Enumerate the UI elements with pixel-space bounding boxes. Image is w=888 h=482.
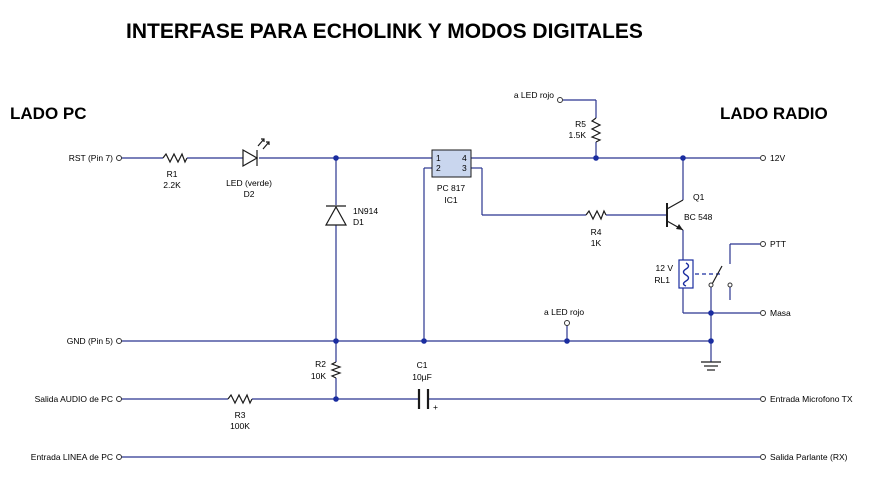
label-audio-out: Salida AUDIO de PC [35, 394, 113, 404]
diagram-title: INTERFASE PARA ECHOLINK Y MODOS DIGITALE… [126, 20, 643, 43]
d2-ref: D2 [244, 189, 255, 199]
junction-dots [333, 155, 714, 402]
d2-name: LED (verde) [226, 178, 272, 188]
led-d2 [242, 138, 270, 168]
ground-symbol [701, 361, 721, 371]
label-led-rojo-top: a LED rojo [514, 90, 554, 100]
r1-name: R1 [167, 169, 178, 179]
resistor-r4 [585, 209, 607, 221]
resistor-r1 [162, 152, 188, 164]
ic1-name: PC 817 [437, 183, 466, 193]
ic1-pin1: 1 [436, 153, 441, 163]
label-rst: RST (Pin 7) [69, 153, 113, 163]
diode-d1 [324, 205, 348, 226]
label-mic-in: Entrada Microfono TX [770, 394, 853, 404]
resistor-r3 [227, 393, 253, 405]
rl1-value: 12 V [656, 263, 674, 273]
r4-name: R4 [591, 227, 602, 237]
label-line-in: Entrada LINEA de PC [31, 452, 113, 462]
left-side-label: LADO PC [10, 104, 87, 123]
label-speaker-out: Salida Parlante (RX) [770, 452, 848, 462]
c1-polarity: + [433, 402, 438, 412]
right-side-label: LADO RADIO [720, 104, 828, 123]
q1-name: BC 548 [684, 212, 713, 222]
label-12v: 12V [770, 153, 785, 163]
transistor-q1 [666, 199, 684, 231]
r4-value: 1K [591, 238, 602, 248]
r5-name: R5 [575, 119, 586, 129]
ic1-pin3: 3 [462, 163, 467, 173]
c1-value: 10µF [412, 372, 432, 382]
label-masa: Masa [770, 308, 791, 318]
ic1-pin2: 2 [436, 163, 441, 173]
ic1-pin4: 4 [462, 153, 467, 163]
label-gnd: GND (Pin 5) [67, 336, 113, 346]
wires [119, 99, 760, 458]
resistor-r5 [590, 117, 602, 143]
label-ptt: PTT [770, 239, 786, 249]
capacitor-c1 [417, 389, 430, 409]
d1-name: 1N914 [353, 206, 378, 216]
r2-value: 10K [311, 371, 326, 381]
q1-ref: Q1 [693, 192, 705, 202]
optocoupler-ic1 [431, 149, 472, 178]
relay-rl1 [678, 259, 733, 289]
r3-value: 100K [230, 421, 250, 431]
terminals [116, 97, 766, 460]
r2-name: R2 [315, 359, 326, 369]
rl1-ref: RL1 [654, 275, 670, 285]
r3-name: R3 [235, 410, 246, 420]
r5-value: 1.5K [569, 130, 587, 140]
d1-ref: D1 [353, 217, 364, 227]
label-led-rojo-mid: a LED rojo [544, 307, 584, 317]
ic1-ref: IC1 [444, 195, 458, 205]
resistor-r2 [330, 361, 342, 379]
r1-value: 2.2K [163, 180, 181, 190]
c1-name: C1 [417, 360, 428, 370]
